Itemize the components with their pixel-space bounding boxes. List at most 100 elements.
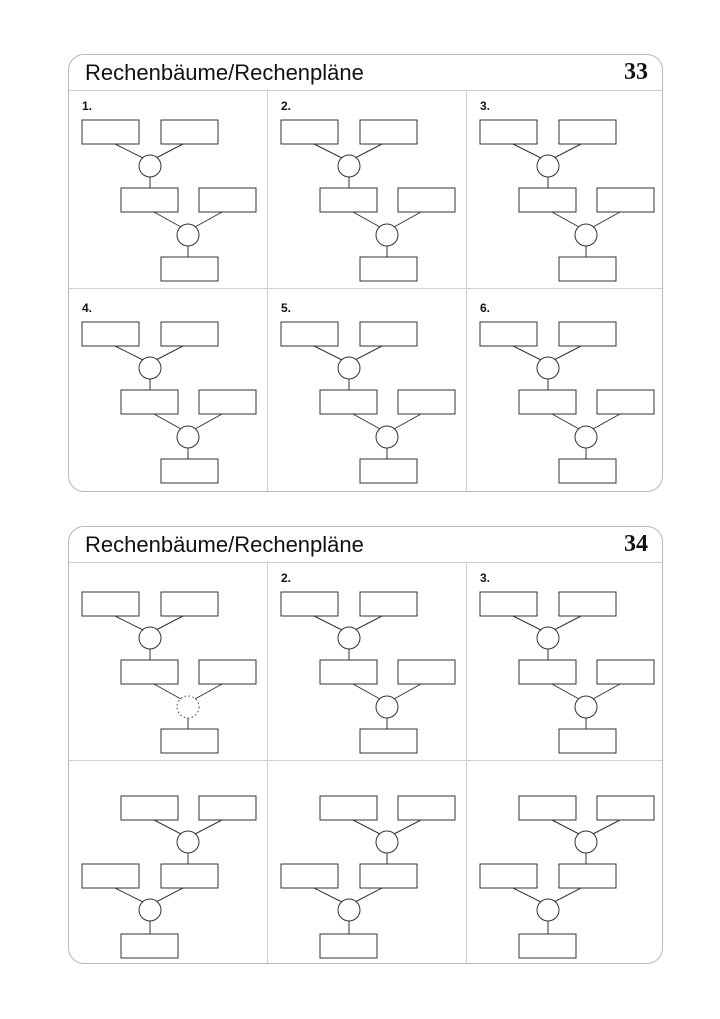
answer-box[interactable] (280, 591, 339, 617)
answer-box[interactable] (160, 728, 219, 754)
exercise-cell-4 (69, 765, 267, 963)
operator-circle (574, 223, 598, 247)
calculation-tree (81, 795, 257, 959)
answer-box[interactable] (558, 119, 617, 145)
connector-line (313, 143, 343, 159)
answer-box[interactable] (198, 389, 257, 415)
answer-box[interactable] (518, 933, 577, 959)
connector-line (352, 413, 381, 430)
answer-box[interactable] (397, 187, 456, 213)
answer-box[interactable] (479, 119, 538, 145)
answer-box[interactable] (359, 728, 418, 754)
connector-line (553, 887, 582, 903)
answer-box[interactable] (596, 187, 655, 213)
answer-box[interactable] (319, 389, 378, 415)
answer-box[interactable] (81, 591, 140, 617)
answer-box[interactable] (359, 863, 418, 889)
answer-box[interactable] (518, 659, 577, 685)
answer-box[interactable] (81, 321, 140, 347)
answer-box[interactable] (558, 256, 617, 282)
connector-line (553, 143, 582, 159)
answer-box[interactable] (359, 458, 418, 484)
answer-box[interactable] (160, 863, 219, 889)
operator-circle (176, 223, 200, 247)
answer-box[interactable] (359, 119, 418, 145)
operator-circle (337, 626, 361, 650)
connector-line (354, 887, 383, 903)
operator-circle (138, 356, 162, 380)
answer-box[interactable] (160, 119, 219, 145)
column-divider (267, 563, 268, 963)
answer-box[interactable] (558, 321, 617, 347)
connector-line (553, 615, 582, 631)
row-divider (69, 288, 662, 289)
answer-box[interactable] (160, 591, 219, 617)
connector-line (551, 413, 580, 430)
card-header: Rechenbäume/Rechenpläne 33 (69, 55, 662, 91)
answer-box[interactable] (319, 187, 378, 213)
answer-box[interactable] (120, 389, 179, 415)
row-divider (69, 760, 662, 761)
answer-box[interactable] (397, 795, 456, 821)
operator-circle (574, 425, 598, 449)
answer-box[interactable] (397, 659, 456, 685)
connector-line (393, 819, 422, 835)
answer-box[interactable] (479, 321, 538, 347)
answer-box[interactable] (81, 863, 140, 889)
operator-circle (138, 626, 162, 650)
answer-box[interactable] (120, 933, 179, 959)
answer-box[interactable] (280, 321, 339, 347)
answer-box[interactable] (319, 795, 378, 821)
answer-box[interactable] (596, 659, 655, 685)
answer-box[interactable] (518, 187, 577, 213)
connector-line (393, 683, 422, 700)
exercise-number: 2. (281, 99, 292, 113)
answer-box[interactable] (198, 659, 257, 685)
answer-box[interactable] (558, 863, 617, 889)
answer-box[interactable] (359, 591, 418, 617)
calculation-tree (479, 591, 655, 754)
answer-box[interactable] (160, 321, 219, 347)
exercise-cell-4: 4. (69, 293, 267, 491)
answer-box[interactable] (596, 389, 655, 415)
answer-box[interactable] (359, 321, 418, 347)
card-title: Rechenbäume/Rechenpläne (85, 60, 364, 85)
answer-box[interactable] (359, 256, 418, 282)
answer-box[interactable] (280, 863, 339, 889)
answer-box[interactable] (120, 659, 179, 685)
answer-box[interactable] (160, 256, 219, 282)
connector-line (512, 345, 542, 361)
worksheet-card-33: Rechenbäume/Rechenpläne 33 1. 2. 3. 4. 5… (68, 54, 663, 492)
answer-box[interactable] (596, 795, 655, 821)
answer-box[interactable] (518, 389, 577, 415)
exercise-cell-6: 6. (467, 293, 662, 491)
answer-box[interactable] (518, 795, 577, 821)
connector-line (553, 345, 582, 361)
card-number: 34 (624, 531, 648, 557)
answer-box[interactable] (160, 458, 219, 484)
calculation-tree (479, 119, 655, 282)
answer-box[interactable] (198, 187, 257, 213)
connector-line (592, 413, 621, 430)
answer-box[interactable] (198, 795, 257, 821)
connector-line (194, 211, 223, 228)
operator-circle (138, 898, 162, 922)
answer-box[interactable] (479, 863, 538, 889)
answer-box[interactable] (319, 933, 378, 959)
answer-box[interactable] (558, 728, 617, 754)
answer-box[interactable] (397, 389, 456, 415)
answer-box[interactable] (558, 458, 617, 484)
connector-line (354, 345, 383, 361)
answer-box[interactable] (120, 187, 179, 213)
answer-box[interactable] (319, 659, 378, 685)
connector-line (512, 143, 542, 159)
answer-box[interactable] (280, 119, 339, 145)
answer-box[interactable] (479, 591, 538, 617)
answer-box[interactable] (120, 795, 179, 821)
answer-box[interactable] (81, 119, 140, 145)
exercise-grid: 1. 2. 3. 4. 5. 6. (69, 91, 662, 491)
connector-line (592, 819, 621, 835)
answer-box[interactable] (558, 591, 617, 617)
operator-circle (536, 626, 560, 650)
connector-line (313, 615, 343, 631)
